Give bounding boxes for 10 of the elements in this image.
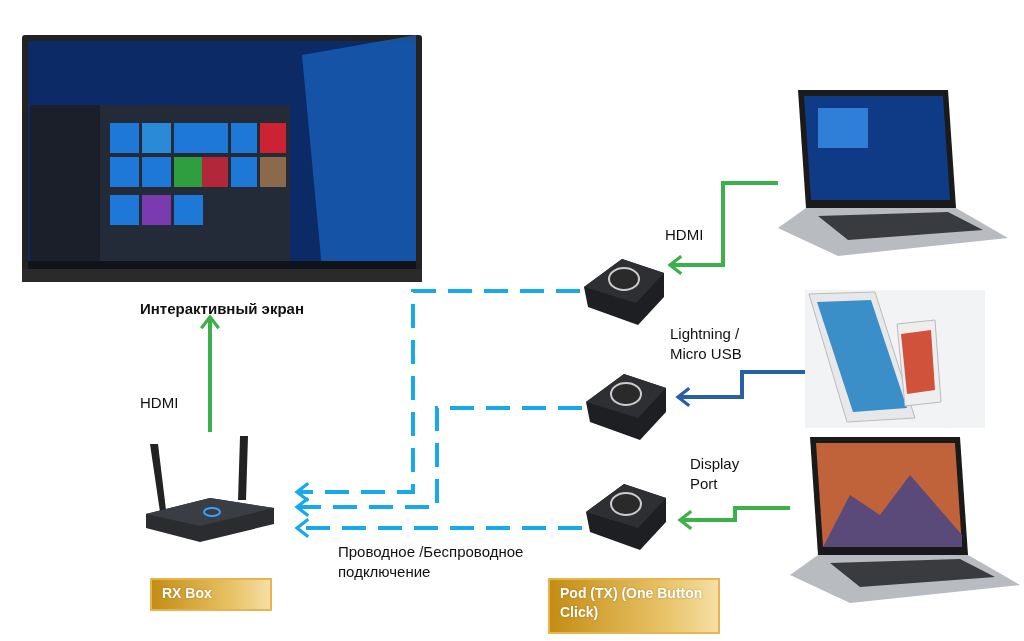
device-label: Pod (TX) (One Button Click)	[548, 578, 720, 634]
arrow	[295, 289, 580, 503]
device-caption: Интерактивный экран	[139, 300, 305, 317]
arrow	[676, 370, 805, 408]
device-label: RX Box	[150, 578, 272, 611]
arrow	[668, 181, 778, 276]
arrow	[678, 506, 790, 531]
arrow	[295, 517, 582, 539]
arrow	[295, 406, 582, 518]
arrow	[199, 315, 221, 432]
